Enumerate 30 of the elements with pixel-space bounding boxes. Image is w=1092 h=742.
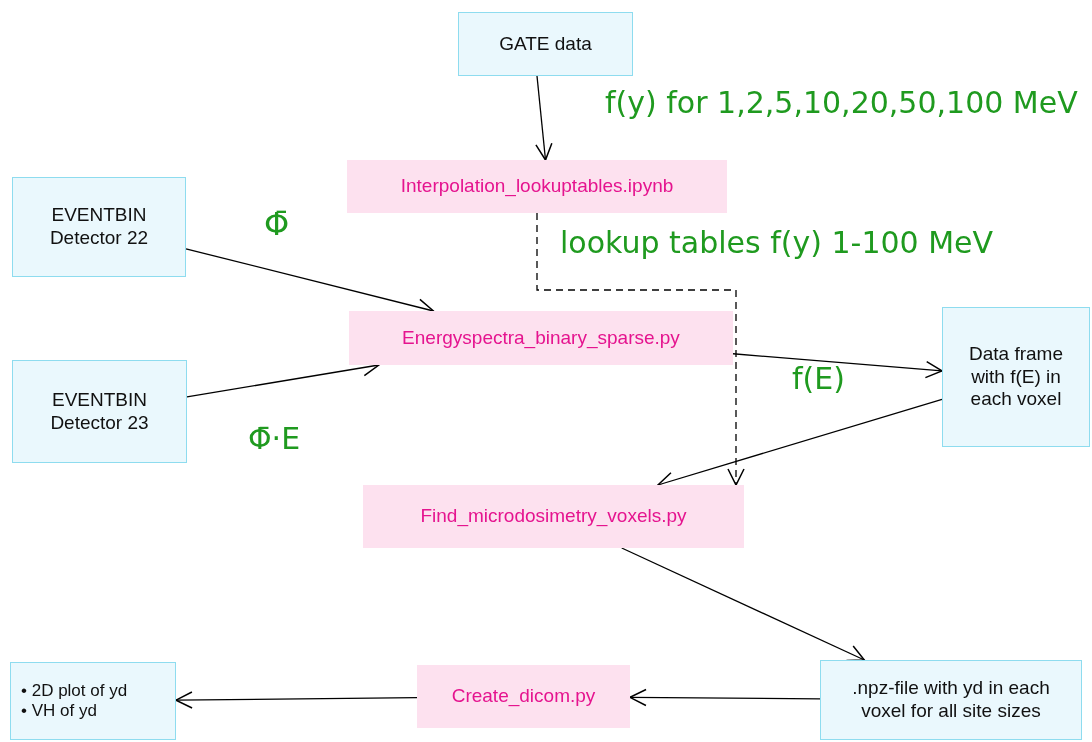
input-box xyxy=(12,360,187,463)
arrow xyxy=(535,75,553,161)
arrow xyxy=(621,547,866,662)
node-label: Data frame with f(E) in each voxel xyxy=(968,342,1064,412)
output-box xyxy=(10,662,176,740)
edge-label: lookup tables f(y) 1-100 MeV xyxy=(560,228,994,258)
arrow xyxy=(536,212,745,486)
source-box xyxy=(458,12,633,76)
arrow xyxy=(732,353,943,379)
node-label: GATE data xyxy=(499,32,592,56)
output-box xyxy=(820,660,1082,740)
script-box xyxy=(417,665,630,728)
node-label: Find_microdosimetry_voxels.py xyxy=(420,505,687,528)
script-box xyxy=(347,160,727,213)
script-box xyxy=(349,311,733,365)
node-label: EVENTBIN Detector 23 xyxy=(49,388,150,435)
node-label: .npz-file with yd in each voxel for all site sizes xyxy=(851,677,1051,723)
bullet-item: • VH of yd xyxy=(21,701,97,722)
node-label: Interpolation_lookuptables.ipynb xyxy=(400,175,674,198)
arrow xyxy=(175,691,418,709)
edge-label: f(E) xyxy=(792,364,845,394)
input-box xyxy=(12,177,186,277)
output-box xyxy=(942,307,1090,447)
node-label: Create_dicom.py xyxy=(451,685,596,708)
script-box xyxy=(363,485,744,548)
edge-label: f(y) for 1,2,5,10,20,50,100 MeV xyxy=(605,88,1078,118)
node-label: Energyspectra_binary_sparse.py xyxy=(402,326,680,350)
arrow xyxy=(629,688,821,707)
node-label: EVENTBIN Detector 22 xyxy=(48,204,150,250)
bullet-item: • 2D plot of yd xyxy=(21,680,128,701)
